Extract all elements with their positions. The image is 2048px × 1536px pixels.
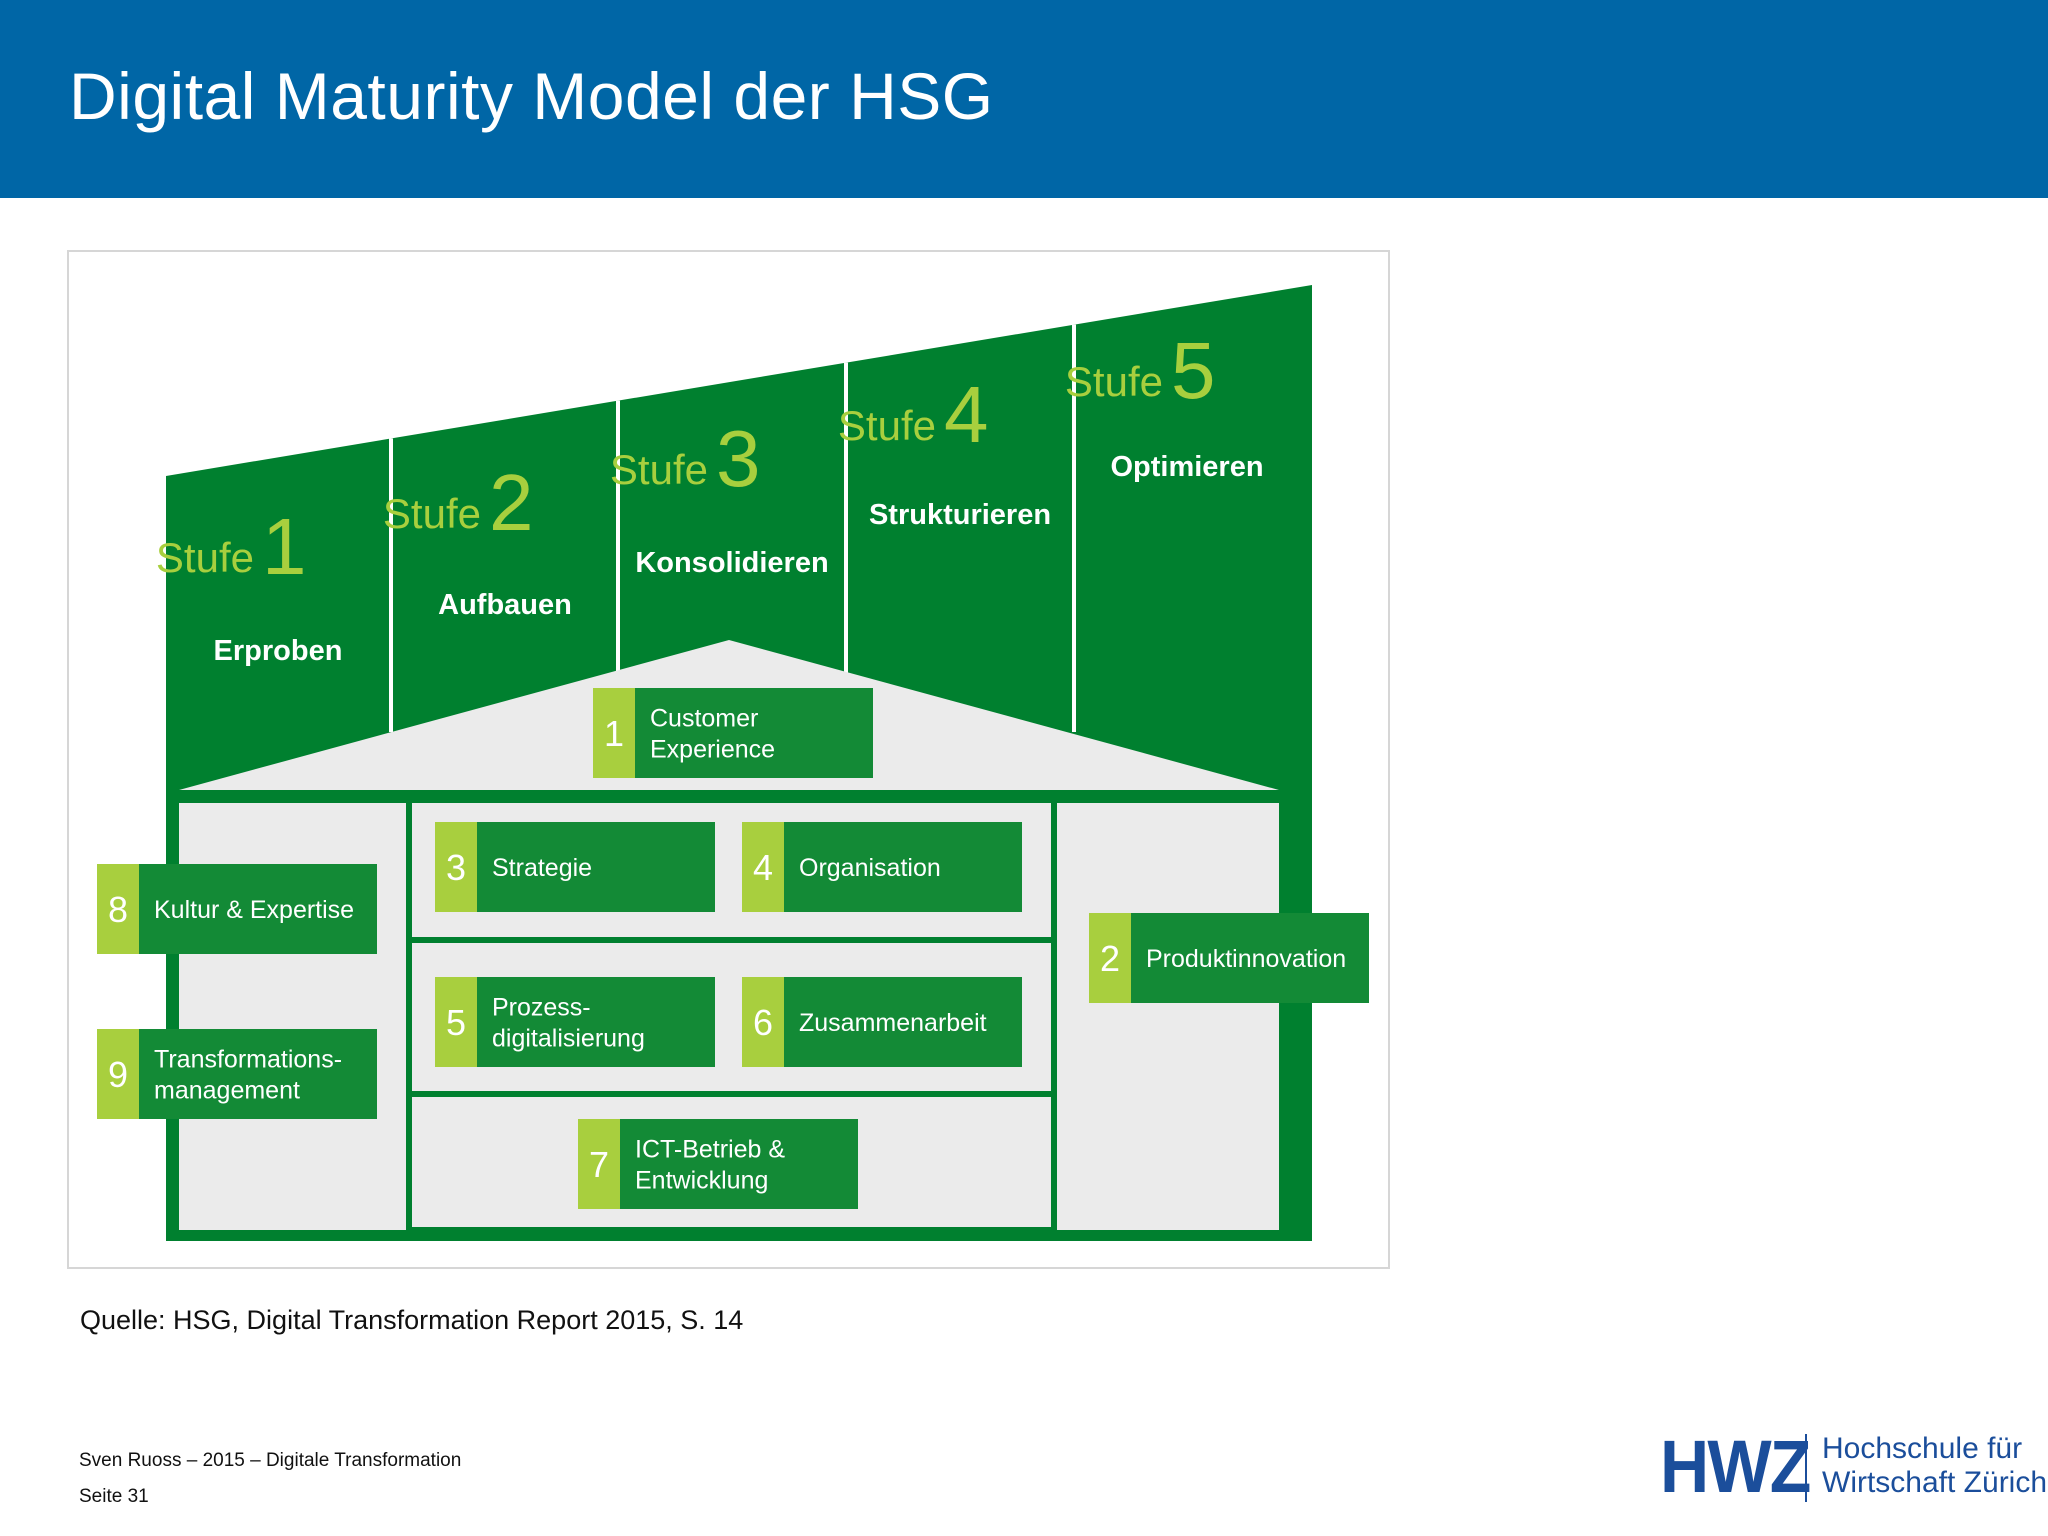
field-number-box [1089, 913, 1131, 1003]
field-number: 2 [1100, 938, 1120, 979]
logo-divider [1805, 1434, 1807, 1502]
field-5: 5 Prozess-digitalisierung [435, 977, 715, 1067]
field-number-box [742, 822, 784, 912]
field-label-box [1131, 913, 1369, 1003]
field-label-box [139, 1029, 377, 1119]
stage-number: 5 [1171, 326, 1216, 415]
field-label-box [620, 1119, 858, 1209]
field-2: 2 Produktinnovation [1089, 913, 1369, 1003]
field-number: 9 [108, 1054, 128, 1095]
field-label-line: ICT-Betrieb & [635, 1136, 785, 1164]
stage-number: 1 [262, 502, 307, 591]
hwz-logo: HWZ Hochschule für Wirtschaft Zürich [1660, 1425, 2047, 1508]
stage-name: Aufbauen [438, 589, 572, 621]
field-number: 4 [753, 847, 773, 888]
field-number-box [435, 822, 477, 912]
footer-author-line: Sven Ruoss – 2015 – Digitale Transformat… [79, 1450, 462, 1471]
stage-number: 3 [716, 414, 761, 503]
field-7: 7 ICT-Betrieb & Entwicklung [578, 1119, 858, 1209]
field-number: 8 [108, 889, 128, 930]
logo-line-1: Hochschule für [1822, 1432, 2023, 1465]
field-number-box [435, 977, 477, 1067]
stage-name: Erproben [214, 635, 343, 667]
field-9: 9 Transformations-management [97, 1029, 377, 1119]
stage-number: 2 [489, 458, 534, 547]
field-label-box [784, 822, 1022, 912]
field-label-line: digitalisierung [492, 1025, 645, 1053]
page-title: Digital Maturity Model der HSG [69, 59, 994, 133]
field-label-box [784, 977, 1022, 1067]
field-number: 7 [589, 1144, 609, 1185]
source-citation: Quelle: HSG, Digital Transformation Repo… [80, 1305, 744, 1335]
field-number: 5 [446, 1002, 466, 1043]
field-6: 6 Zusammenarbeit [742, 977, 1022, 1067]
stage-word: Stufe [156, 534, 254, 581]
field-label-box [635, 688, 873, 778]
field-number-box [593, 688, 635, 778]
stage-word: Stufe [383, 490, 481, 537]
field-label-line: Experience [650, 736, 775, 764]
stage-word: Stufe [1065, 358, 1163, 405]
field-number-box [578, 1119, 620, 1209]
field-number-box [97, 864, 139, 954]
stage-name: Optimieren [1110, 451, 1263, 483]
logo-mark: HWZ [1660, 1425, 1811, 1508]
field-8: 8 Kultur & Expertise [97, 864, 377, 954]
stage-word: Stufe [838, 402, 936, 449]
stage-number: 4 [944, 370, 989, 459]
field-3: 3 Strategie [435, 822, 715, 912]
field-label-line: Strategie [492, 854, 592, 882]
field-number-box [742, 977, 784, 1067]
field-number: 6 [753, 1002, 773, 1043]
stage-word: Stufe [610, 446, 708, 493]
field-label-line: Customer [650, 705, 758, 733]
stage-name: Konsolidieren [635, 547, 828, 579]
field-number: 1 [604, 713, 624, 754]
field-label-box [139, 864, 377, 954]
logo-line-2: Wirtschaft Zürich [1822, 1466, 2048, 1499]
field-label-line: management [154, 1077, 300, 1105]
footer-page-number: Seite 31 [79, 1486, 149, 1507]
field-label-line: Produktinnovation [1146, 945, 1346, 973]
field-label-box [477, 977, 715, 1067]
field-4: 4 Organisation [742, 822, 1022, 912]
header-bar: Digital Maturity Model der HSG [0, 0, 2048, 198]
field-label-line: Organisation [799, 854, 941, 882]
field-label-line: Prozess- [492, 994, 591, 1022]
stage-name: Strukturieren [869, 499, 1051, 531]
field-label-line: Transformations- [154, 1046, 342, 1074]
field-number-box [97, 1029, 139, 1119]
field-label-box [477, 822, 715, 912]
field-label-line: Zusammenarbeit [799, 1009, 987, 1037]
field-label-line: Kultur & Expertise [154, 896, 354, 924]
field-number: 3 [446, 847, 466, 888]
field-label-line: Entwicklung [635, 1167, 768, 1195]
